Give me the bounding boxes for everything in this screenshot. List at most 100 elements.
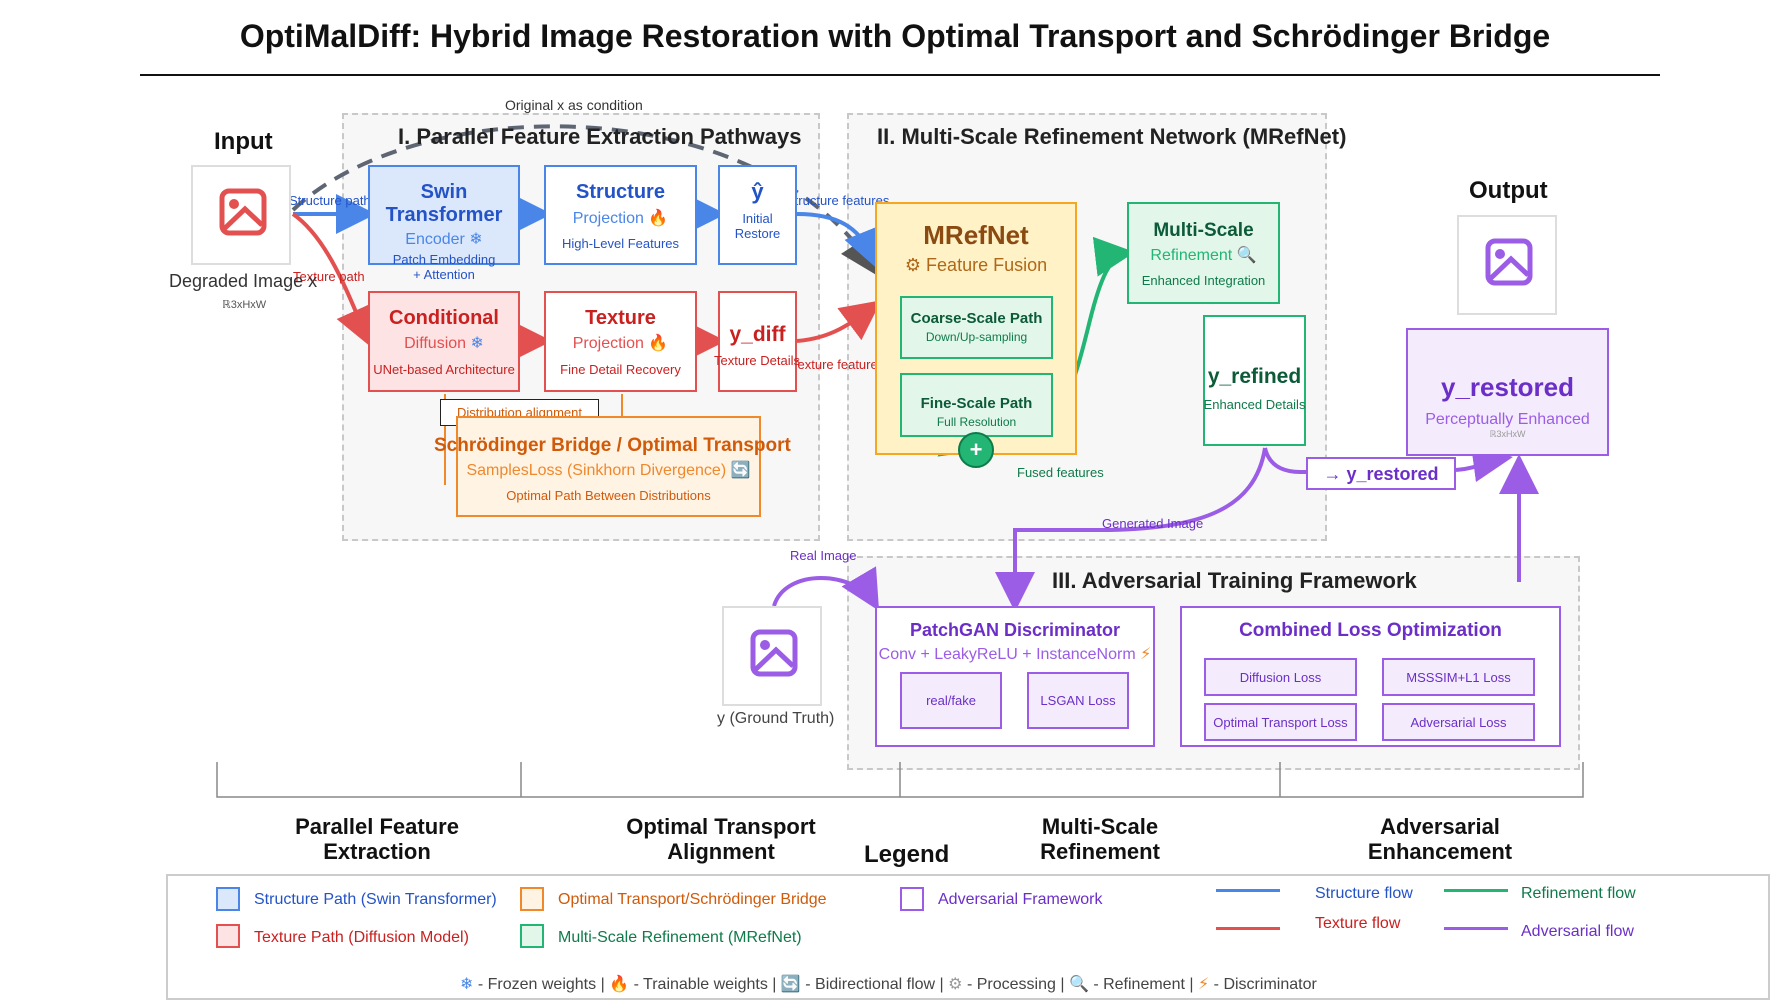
fine-line1: Full Resolution [936, 415, 1017, 429]
fire-icon: 🔥 [609, 976, 630, 993]
input-image [191, 165, 291, 265]
cond-line1: UNet-based Architecture [373, 362, 515, 377]
fire-icon: 🔥 [648, 335, 669, 352]
multiscale-refinement-block: Multi-Scale Refinement 🔍 Enhanced Integr… [1127, 202, 1280, 304]
texture-title: Texture [585, 307, 656, 329]
texture-line1: Fine Detail Recovery [560, 362, 681, 377]
sb-title: Schrödinger Bridge / Optimal Transport [434, 435, 791, 456]
yrestored-arrow-label: → y_restored [1306, 457, 1456, 490]
legend-structure-flow: Structure flow [1315, 885, 1413, 902]
fire-icon: 🔥 [648, 210, 669, 227]
structure-projection-block: Structure Projection 🔥 High-Level Featur… [544, 165, 697, 265]
legend-line-adversarial [1444, 927, 1508, 930]
structure-line1: High-Level Features [561, 236, 680, 251]
swin-line1: Patch Embedding [392, 252, 496, 267]
image-icon [750, 629, 798, 677]
legend-texture-flow: Texture flow [1315, 915, 1401, 932]
legend-adversarial-flow: Adversarial flow [1521, 923, 1634, 940]
swin-line2: + Attention [413, 267, 475, 282]
yrestored-shape: ℝ3xHxW [1489, 429, 1526, 439]
lightning-icon: ⚡ [1140, 646, 1152, 663]
legend-line-texture [1216, 927, 1280, 930]
gear-icon: ⚙ [904, 255, 922, 275]
image-icon [1485, 238, 1533, 286]
input-caption: Degraded Image x [169, 271, 318, 291]
legend-swatch-structure [216, 887, 240, 911]
legend-structure: Structure Path (Swin Transformer) [254, 891, 497, 908]
section-title-1: I. Parallel Feature Extraction Pathways [398, 124, 802, 149]
legend-ot: Optimal Transport/Schrödinger Bridge [558, 891, 827, 908]
fine-scale-block: Fine-Scale Path Full Resolution [900, 373, 1053, 437]
lsgan-loss-box: LSGAN Loss [1027, 672, 1129, 729]
legend-texture: Texture Path (Diffusion Model) [254, 929, 469, 946]
msr-sub: Refinement 🔍 [1150, 247, 1257, 264]
image-icon [219, 188, 267, 236]
coarse-scale-block: Coarse-Scale Path Down/Up-sampling [900, 296, 1053, 359]
label-structure-path: Structure path [289, 193, 371, 208]
legend-title: Legend [864, 841, 950, 868]
schrodinger-bridge-block: Schrödinger Bridge / Optimal Transport S… [434, 416, 791, 517]
legend-refinement-flow: Refinement flow [1521, 885, 1636, 902]
label-texture-features: Texture features [791, 357, 885, 372]
input-heading: Input [214, 128, 273, 155]
lightning-icon: ⚡ [1197, 976, 1210, 993]
patchgan-title: PatchGAN Discriminator [909, 620, 1121, 640]
mrefnet-title: MRefNet [923, 220, 1029, 250]
label-structure-features: Structure features [786, 193, 890, 208]
msr-line1: Enhanced Integration [1141, 273, 1266, 288]
mrefnet-sub: ⚙ Feature Fusion [904, 255, 1048, 275]
cond-title: Conditional [389, 307, 499, 329]
snowflake-icon: ❄ [460, 976, 474, 993]
legend-footer: ❄ - Frozen weights | 🔥 - Trainable weigh… [460, 976, 1317, 993]
yrestored-title: y_restored [1441, 372, 1574, 402]
structure-title: Structure [576, 181, 665, 203]
section-title-3: III. Adversarial Training Framework [1052, 568, 1417, 593]
swin-title: Swin Transformer [385, 181, 503, 226]
texture-projection-block: Texture Projection 🔥 Fine Detail Recover… [544, 291, 697, 392]
ground-truth-image [722, 606, 822, 706]
yhat-block: ŷ Initial Restore [718, 165, 797, 265]
swin-transformer-block: Swin Transformer Encoder ❄ Patch Embeddi… [368, 165, 520, 282]
legend-line-structure [1216, 889, 1280, 892]
cond-sub: Diffusion ❄ [404, 335, 484, 352]
cycle-icon: 🔄 [780, 976, 801, 993]
label-original-condition: Original x as condition [505, 97, 643, 113]
sb-line1: Optimal Path Between Distributions [506, 488, 711, 503]
snowflake-icon: ❄ [469, 231, 483, 248]
legend-swatch-texture [216, 924, 240, 948]
yhat-line1: Initial [742, 211, 773, 226]
label-real-image: Real Image [790, 548, 857, 563]
output-image [1457, 215, 1557, 315]
adversarial-loss-box: Adversarial Loss [1382, 703, 1535, 741]
output-heading: Output [1469, 177, 1548, 204]
msr-title: Multi-Scale [1153, 220, 1254, 241]
yhat-line2: Restore [734, 226, 781, 241]
sb-sub: SamplesLoss (Sinkhorn Divergence) 🔄 [466, 462, 751, 479]
yrefined-title: y_refined [1207, 365, 1302, 388]
legend-swatch-adv [900, 887, 924, 911]
input-shape: ℝ3xHxW [222, 299, 267, 311]
label-generated-image: Generated Image [1102, 516, 1204, 531]
label-texture-path: Texture path [293, 269, 365, 284]
legend-swatch-ot [520, 887, 544, 911]
ydiff-block: y_diff Texture Details [714, 291, 800, 392]
realfake-box: real/fake [900, 672, 1002, 729]
section-title-2: II. Multi-Scale Refinement Network (MRef… [877, 124, 1347, 149]
coarse-title: Coarse-Scale Path [910, 310, 1043, 327]
msssim-loss-box: MSSSIM+L1 Loss [1382, 658, 1535, 696]
gear-icon: ⚙ [948, 976, 963, 993]
legend-adv: Adversarial Framework [938, 891, 1103, 908]
legend-line-refinement [1444, 889, 1508, 892]
yhat-title: ŷ [751, 179, 764, 204]
magnifier-icon: 🔍 [1068, 976, 1089, 993]
ydiff-title: y_diff [729, 323, 786, 346]
plus-icon: + [969, 437, 983, 462]
legend-box [166, 874, 1770, 1000]
cycle-icon: 🔄 [730, 462, 751, 479]
ground-truth-caption: y (Ground Truth) [717, 710, 835, 727]
conditional-diffusion-block: Conditional Diffusion ❄ UNet-based Archi… [368, 291, 520, 392]
